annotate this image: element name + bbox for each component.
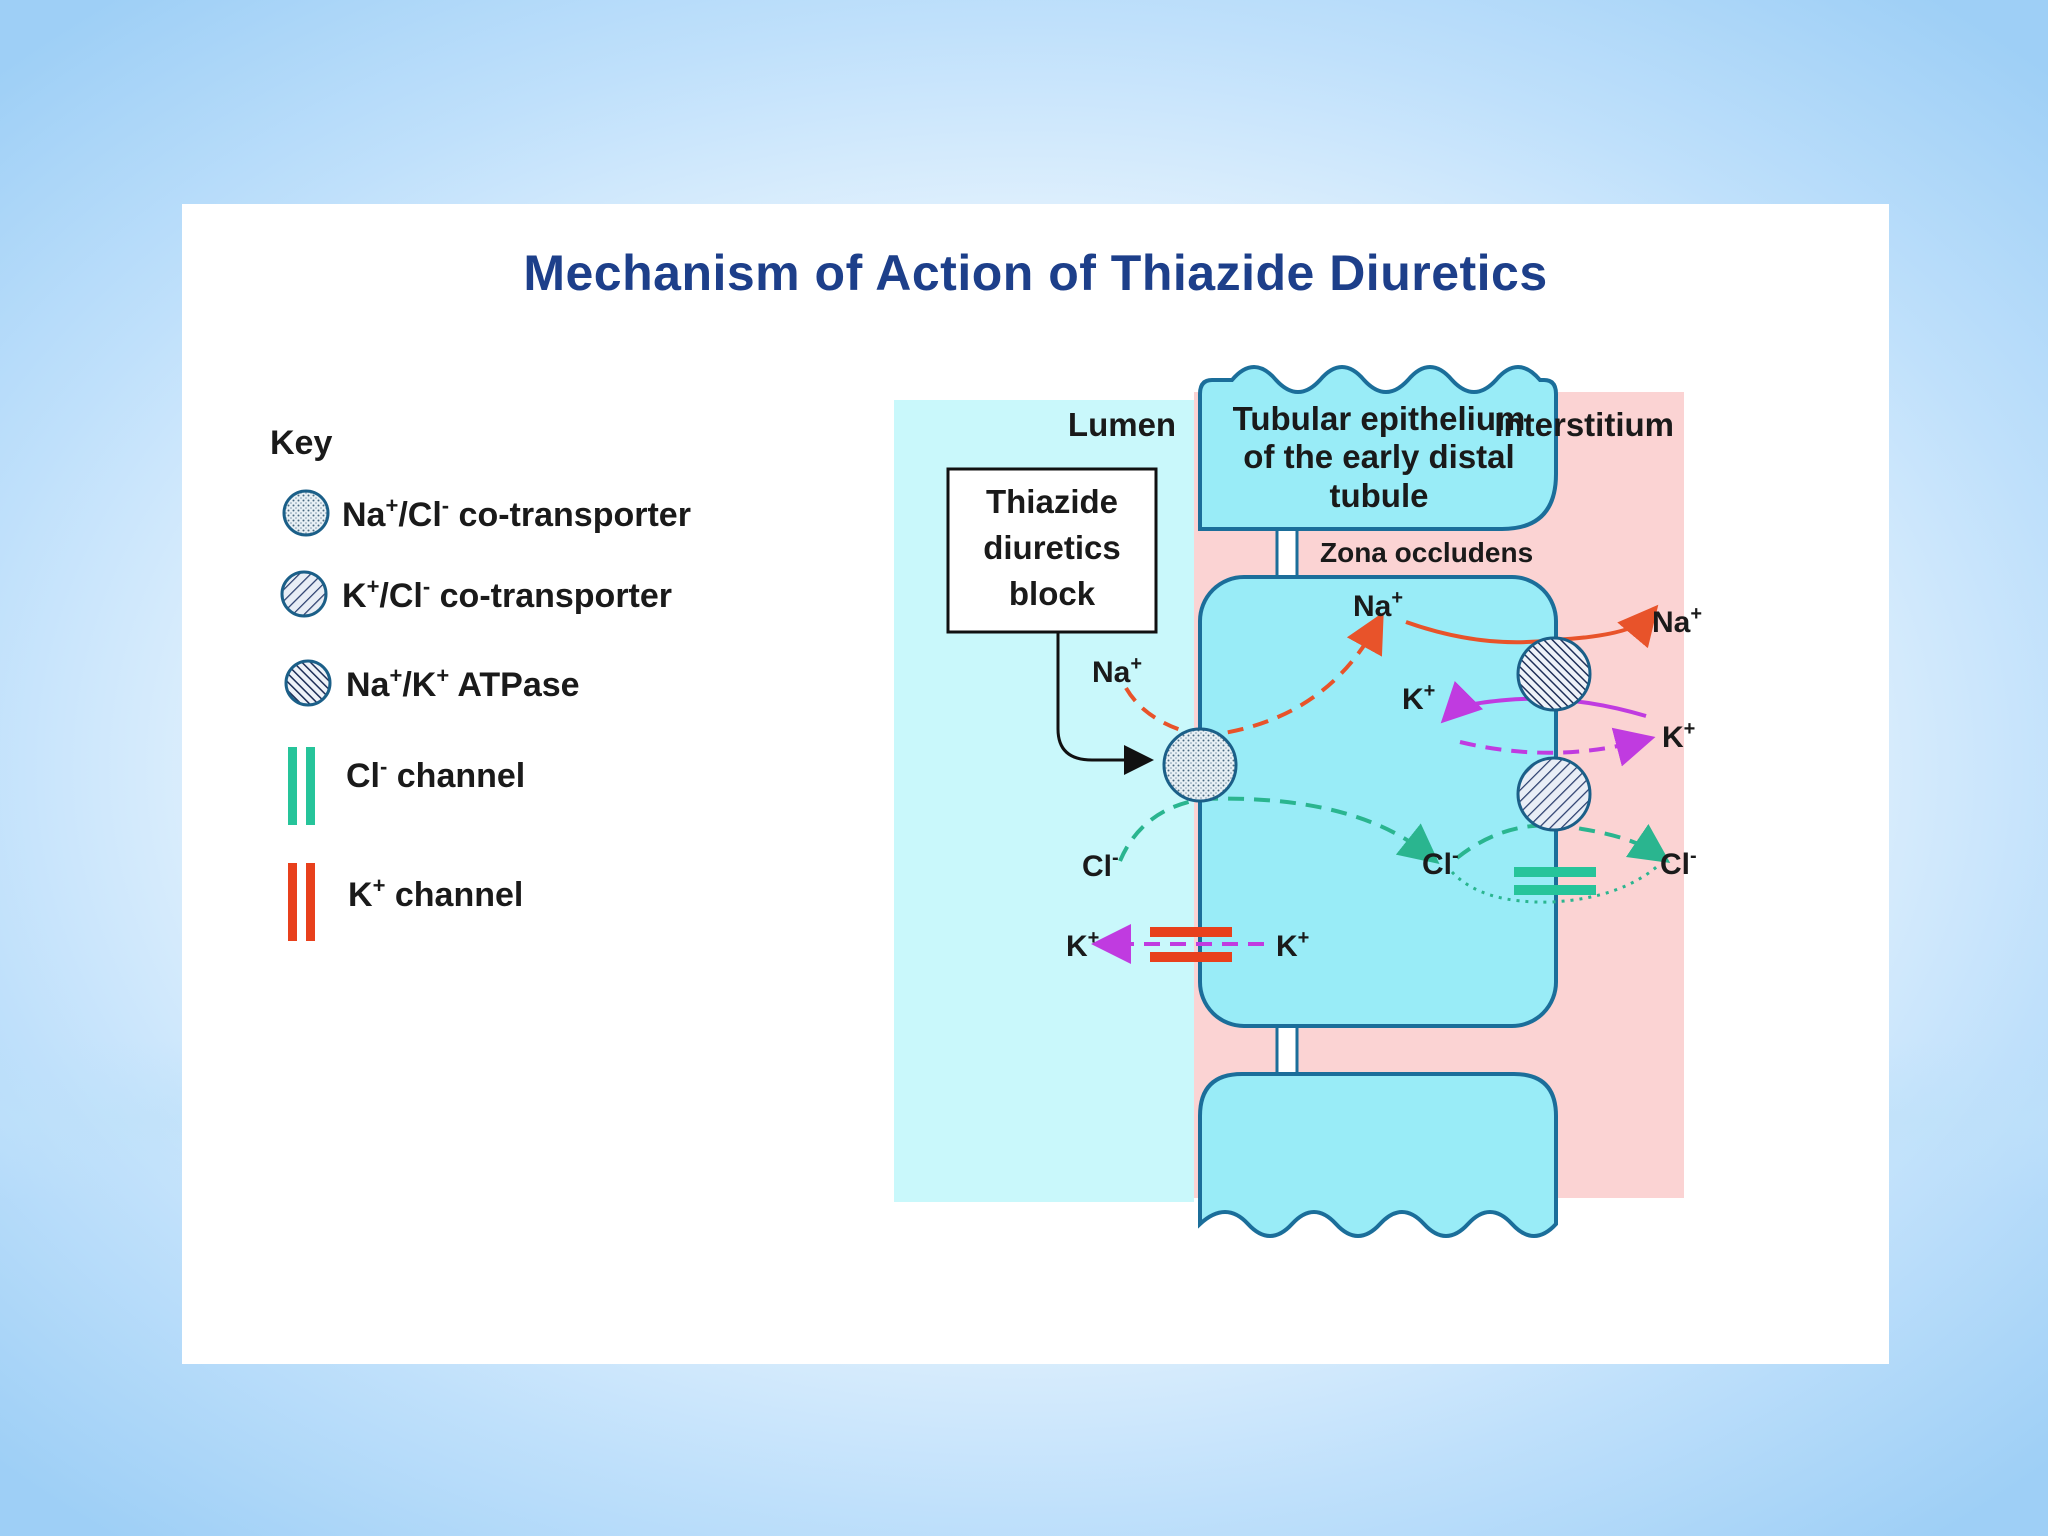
zona-occludens-upper (1275, 527, 1299, 579)
cl-channel-symbol-right (306, 747, 315, 825)
cl-cytoplasm-arrow (1201, 796, 1440, 864)
epithelium-label-line2: of the early distal (1243, 438, 1514, 475)
ion-na-cell: Na+ (1353, 587, 1403, 623)
thiazide-label-line1: Thiazide (986, 483, 1118, 520)
zona-occludens-label: Zona occludens (1320, 537, 1533, 568)
thiazide-label-line2: diuretics (983, 529, 1121, 566)
k-cl-cotransporter (1516, 756, 1592, 832)
key-heading: Key (270, 424, 332, 462)
na-cytoplasm-arrow (1201, 611, 1384, 738)
cl-cotransport-exit-arrow (1455, 823, 1671, 863)
zona-occludens-lower (1275, 1024, 1299, 1076)
na-k-atpase (1516, 636, 1592, 712)
upper-epithelial-cell (1198, 365, 1558, 531)
ion-na-interstitium: Na+ (1652, 603, 1702, 639)
key-legend: Key Na+/Cl- co-transporter K+/Cl- co-tra… (270, 424, 691, 941)
k-channel-bottom (1150, 952, 1232, 962)
key-item-na-cl: Na+/Cl- co-transporter (342, 493, 691, 534)
cl-channel-symbol-left (288, 747, 297, 825)
lower-epithelial-cell (1198, 1072, 1558, 1238)
k-uptake-arrow (1440, 680, 1647, 724)
key-item-na-k-atpase: Na+/K+ ATPase (346, 663, 580, 704)
cl-entry-arrow (1118, 797, 1203, 862)
thiazide-block-arrow (1056, 632, 1154, 775)
diagram-title: Mechanism of Action of Thiazide Diuretic… (523, 245, 1548, 301)
ion-k-cell: K+ (1402, 680, 1435, 716)
k-exit-arrow (1459, 727, 1656, 767)
epithelium-label-line1: Tubular epithelium (1233, 400, 1526, 437)
ion-cl-lumen: Cl- (1082, 847, 1119, 883)
ion-cl-cell: Cl- (1422, 845, 1459, 881)
lumen-label: Lumen (1068, 406, 1176, 443)
ion-k-cell-channel: K+ (1276, 927, 1309, 963)
key-item-k-channel: K+ channel (348, 873, 523, 914)
cl-channel-bottom (1514, 885, 1596, 895)
thiazide-block-box (946, 467, 1158, 634)
ion-cl-interstitium: Cl- (1660, 845, 1697, 881)
key-item-k-cl: K+/Cl- co-transporter (342, 574, 672, 615)
key-item-cl-channel: Cl- channel (346, 754, 525, 795)
interstitium-label: Interstitium (1494, 406, 1674, 443)
na-cl-cotransporter-symbol (282, 489, 330, 537)
k-channel-symbol-right (306, 863, 315, 941)
na-cl-cotransporter (1162, 727, 1238, 803)
distal-tubule-cell (1198, 575, 1558, 1028)
ion-na-lumen: Na+ (1092, 653, 1142, 689)
epithelium-label-line3: tubule (1330, 477, 1429, 514)
k-channel-top (1150, 927, 1232, 937)
thiazide-label-line3: block (1009, 575, 1096, 612)
diagram-panel: Mechanism of Action of Thiazide Diuretic… (182, 204, 1889, 1364)
na-k-atpase-symbol (284, 659, 332, 707)
k-channel-symbol-left (288, 863, 297, 941)
cl-channel-exit-arrow (1450, 862, 1661, 904)
ion-k-lumen: K+ (1066, 927, 1099, 963)
cl-channel-top (1514, 867, 1596, 877)
k-cl-cotransporter-symbol (280, 570, 328, 618)
ion-k-interstitium: K+ (1662, 718, 1695, 754)
diagram-canvas: Key Na+/Cl- co-transporter K+/Cl- co-tra… (270, 365, 1702, 1238)
